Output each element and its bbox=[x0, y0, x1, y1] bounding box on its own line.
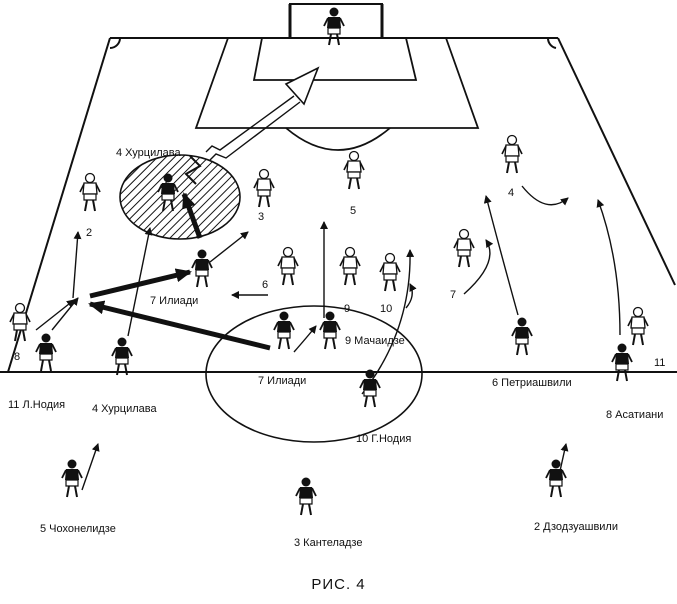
movement-arrows bbox=[35, 185, 621, 491]
players bbox=[9, 6, 649, 516]
hatched-zone bbox=[119, 154, 241, 240]
label-chokhonelidze: 5 Чохонелидзе bbox=[40, 523, 116, 535]
label-kanteladze: 3 Кантеладзе bbox=[294, 537, 363, 549]
penalty-areas bbox=[194, 37, 480, 151]
number-2: 2 bbox=[86, 227, 93, 239]
number-10: 10 bbox=[380, 303, 393, 315]
label-iliadi-low: 7 Илиади bbox=[258, 375, 307, 387]
label-khurtsilava-top: 4 Хурцилава bbox=[116, 147, 181, 159]
number-3: 3 bbox=[258, 211, 265, 223]
label-machaidze: 9 Мачаидзе bbox=[345, 335, 405, 347]
label-l-nodia: 11 Л.Нодия bbox=[8, 399, 66, 411]
figure-caption: РИС. 4 bbox=[311, 576, 366, 593]
field-lines bbox=[0, 37, 677, 373]
label-iliadi-mid: 7 Илиади bbox=[150, 295, 199, 307]
number-6: 6 bbox=[262, 279, 269, 291]
dribble-squiggle bbox=[184, 155, 202, 185]
pass-arrows bbox=[88, 192, 271, 351]
label-khurtsilava-low: 4 Хурцилава bbox=[92, 403, 157, 415]
label-g-nodia: 10 Г.Нодия bbox=[356, 433, 412, 445]
number-7: 7 bbox=[450, 289, 457, 301]
number-4: 4 bbox=[508, 187, 515, 199]
number-5: 5 bbox=[350, 205, 357, 217]
number-8: 8 bbox=[14, 351, 21, 363]
number-9: 9 bbox=[344, 303, 351, 315]
number-11: 11 bbox=[654, 357, 666, 369]
label-asatiani: 8 Асатиани bbox=[606, 409, 664, 421]
label-petriashvili: 6 Петриашвили bbox=[492, 377, 572, 389]
label-dzodzuashvili: 2 Дзодзуашвили bbox=[534, 521, 618, 533]
center-circle bbox=[205, 305, 423, 443]
shot-arrow bbox=[205, 66, 320, 161]
